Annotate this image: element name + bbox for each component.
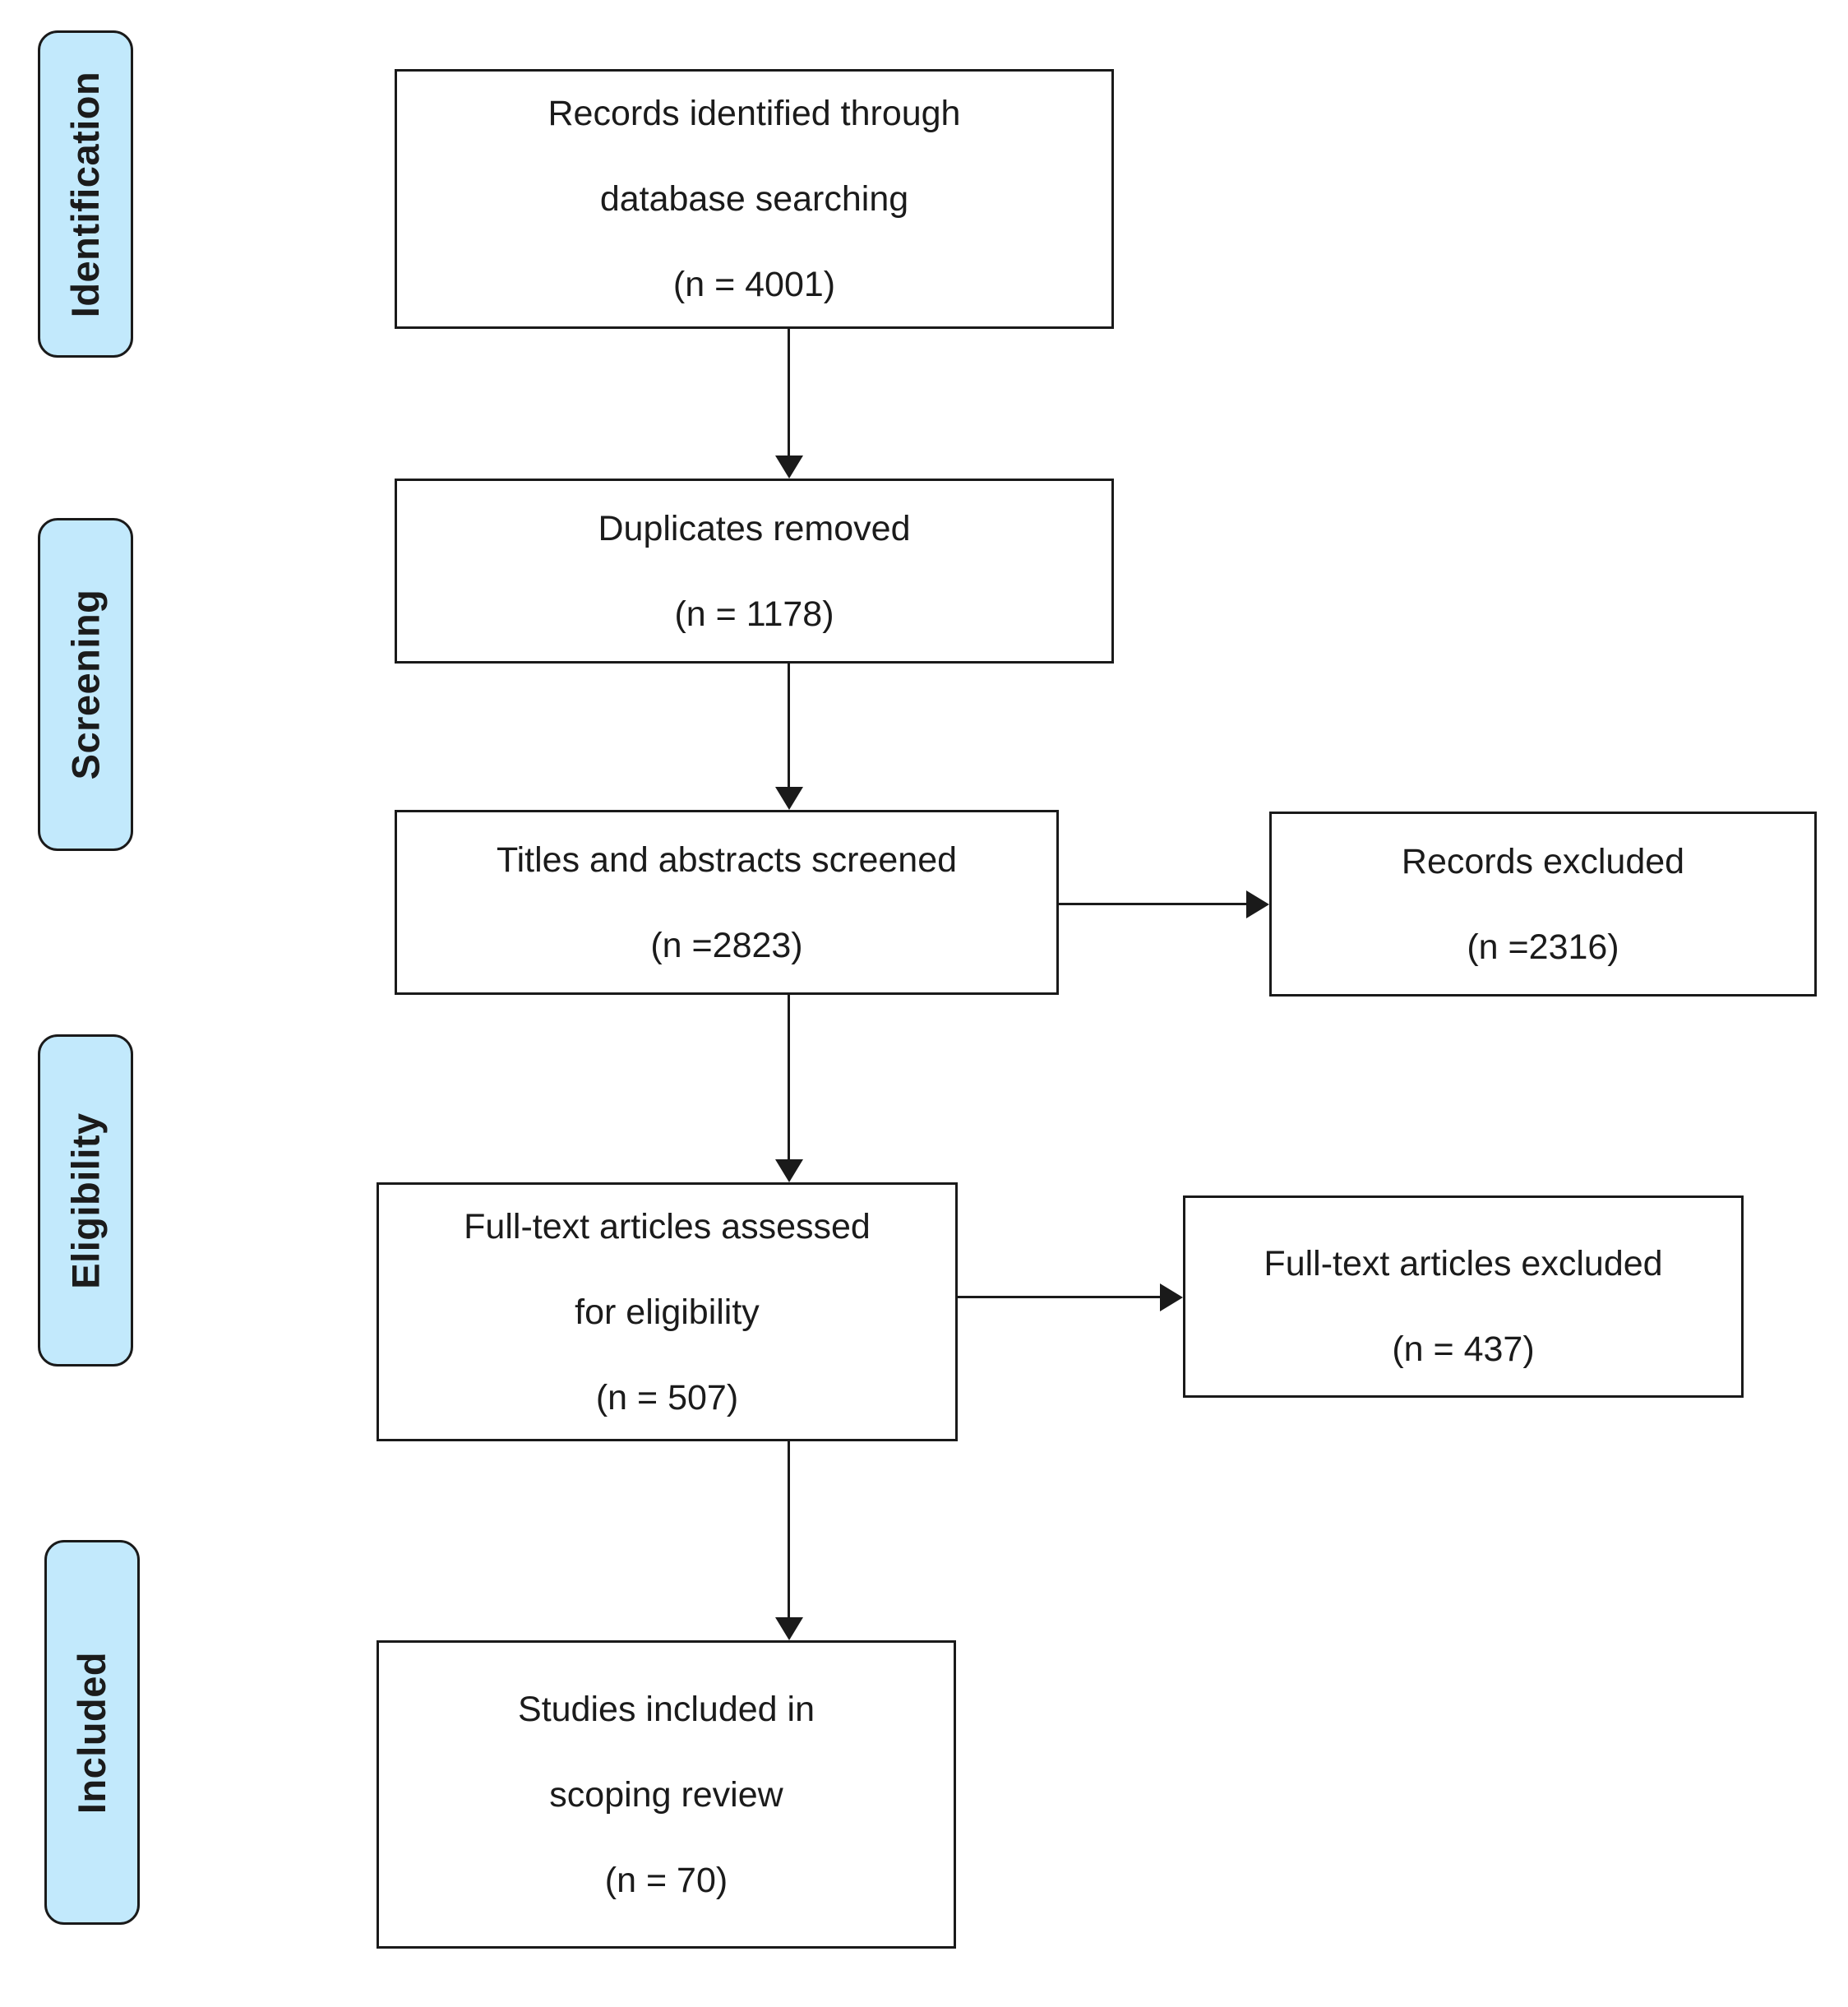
arrow-line-assessed-to-included (788, 1441, 790, 1619)
node-text-line: (n = 437) (1392, 1330, 1535, 1369)
arrowhead-down-icon (775, 456, 803, 479)
stage-included: Included (44, 1540, 140, 1925)
node-text-line: Records identified through (547, 94, 961, 133)
node-text-line: Full-text articles assessed (464, 1206, 871, 1246)
node-duplicates-removed: Duplicates removed (n = 1178) (395, 479, 1114, 664)
node-text-line: Records excluded (1401, 841, 1685, 881)
arrow-line-assessed-to-fulltext-excluded (958, 1296, 1162, 1298)
arrowhead-right-icon (1246, 890, 1269, 918)
arrowhead-down-icon (775, 1159, 803, 1182)
stage-identification-label: Identification (63, 71, 108, 317)
stage-eligibility: Eligibility (38, 1034, 133, 1367)
stage-identification: Identification (38, 30, 133, 358)
node-titles-abstracts-screened: Titles and abstracts screened (n =2823) (395, 810, 1059, 995)
node-text-line: Full-text articles excluded (1264, 1244, 1663, 1283)
node-text-line: Studies included in (518, 1689, 815, 1729)
stage-screening: Screening (38, 518, 133, 851)
arrowhead-right-icon (1160, 1283, 1183, 1311)
arrow-line-screened-to-records-excluded (1059, 903, 1248, 905)
node-fulltext-assessed: Full-text articles assessed for eligibil… (377, 1182, 958, 1441)
stage-included-label: Included (70, 1651, 114, 1814)
node-records-identified: Records identified through database sear… (395, 69, 1114, 329)
node-text-line: (n =2316) (1467, 927, 1619, 967)
node-text-line: (n =2823) (650, 925, 803, 965)
node-text-line: (n = 70) (604, 1860, 728, 1900)
node-text-line: for eligibility (575, 1292, 760, 1332)
arrow-line-duplicates-to-screened (788, 664, 790, 788)
stage-eligibility-label: Eligibility (63, 1112, 108, 1289)
stage-screening-label: Screening (63, 589, 108, 780)
node-text-line: Titles and abstracts screened (496, 839, 958, 880)
node-studies-included: Studies included in scoping review (n = … (377, 1640, 956, 1949)
node-fulltext-excluded: Full-text articles excluded (n = 437) (1183, 1195, 1744, 1398)
node-text-line: (n = 4001) (672, 265, 836, 304)
arrow-line-screened-to-assessed (788, 995, 790, 1161)
node-records-excluded: Records excluded (n =2316) (1269, 812, 1817, 997)
arrowhead-down-icon (775, 1617, 803, 1640)
node-text-line: database searching (599, 179, 909, 219)
arrowhead-down-icon (775, 787, 803, 810)
arrow-line-identified-to-duplicates (788, 329, 790, 457)
node-text-line: (n = 1178) (674, 594, 834, 634)
node-text-line: Duplicates removed (598, 508, 911, 548)
node-text-line: scoping review (549, 1774, 783, 1815)
node-text-line: (n = 507) (595, 1377, 739, 1417)
